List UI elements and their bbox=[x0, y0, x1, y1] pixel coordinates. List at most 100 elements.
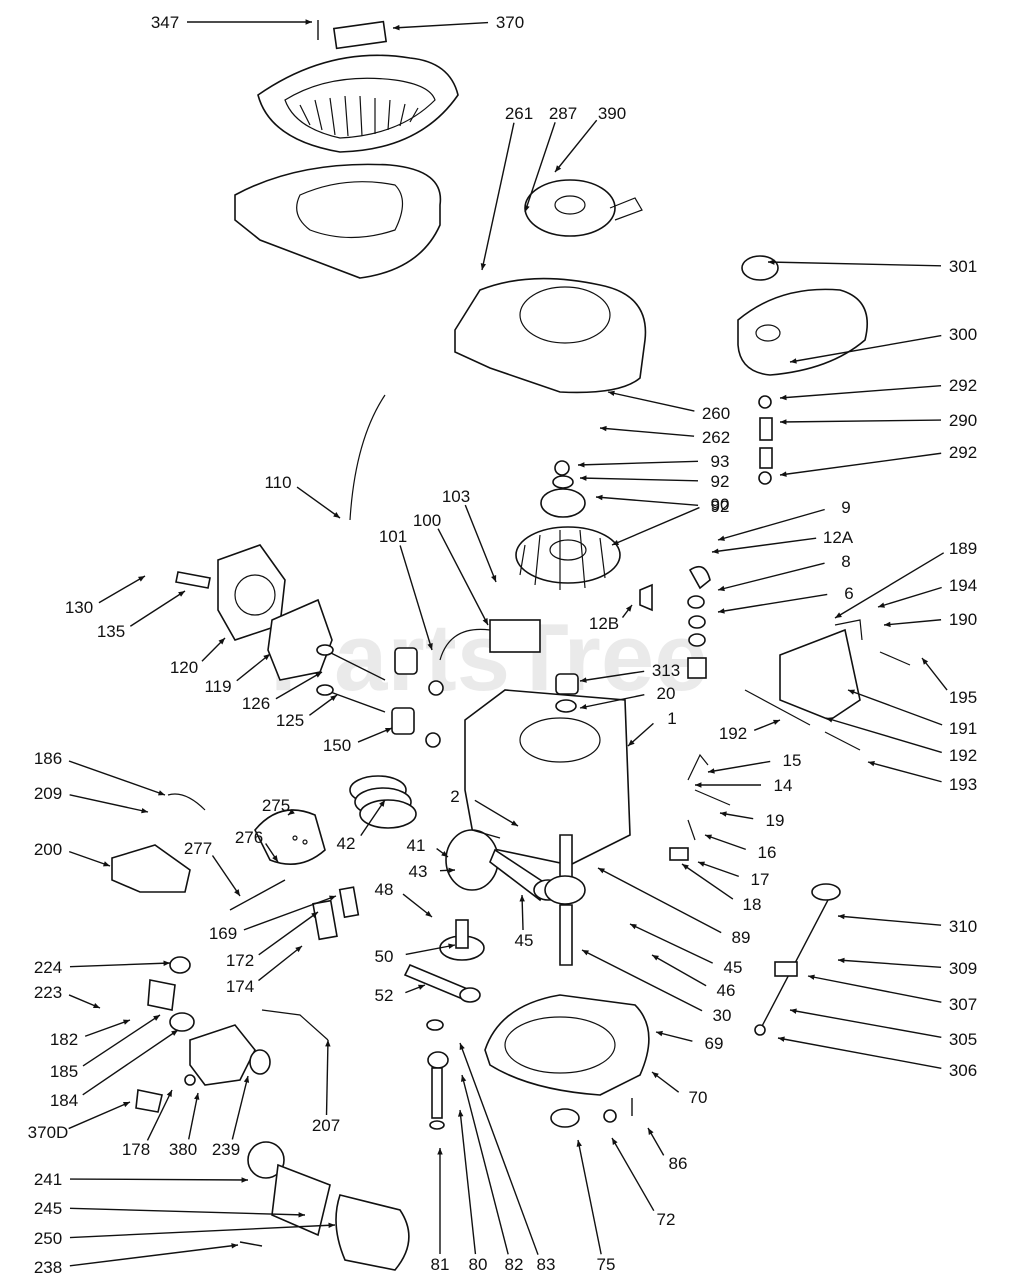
leader-arrowhead bbox=[425, 910, 432, 917]
callout-70: 70 bbox=[651, 1071, 707, 1107]
leader-arrowhead bbox=[555, 165, 562, 172]
callout-292: 292 bbox=[779, 376, 977, 401]
part-number-label: 103 bbox=[442, 487, 470, 506]
leader-line bbox=[837, 915, 942, 926]
leader-arrowhead bbox=[166, 1090, 172, 1097]
leader-arrowhead bbox=[234, 889, 240, 896]
oil-fill-tube bbox=[754, 883, 841, 1036]
leader-arrowhead bbox=[194, 1093, 200, 1100]
leader-line bbox=[579, 670, 645, 682]
leader-arrowhead bbox=[243, 1076, 250, 1083]
callout-390: 390 bbox=[554, 104, 626, 173]
leader-arrowhead bbox=[329, 895, 336, 901]
leader-arrowhead bbox=[848, 689, 855, 695]
part-number-label: 313 bbox=[652, 661, 680, 680]
part-number-label: 184 bbox=[50, 1091, 78, 1110]
leader-line bbox=[807, 975, 942, 1003]
leader-line bbox=[711, 537, 817, 553]
leader-arrowhead bbox=[682, 864, 689, 870]
leader-arrowhead bbox=[922, 658, 929, 665]
leader-arrowhead bbox=[580, 475, 587, 481]
callout-75: 75 bbox=[576, 1139, 615, 1274]
callout-19: 19 bbox=[719, 811, 784, 830]
callout-209: 209 bbox=[34, 784, 149, 814]
leader-line bbox=[779, 452, 942, 476]
leader-arrowhead bbox=[295, 946, 302, 953]
leader-arrowhead bbox=[808, 974, 815, 980]
part-number-label: 15 bbox=[783, 751, 802, 770]
oil-pump bbox=[426, 1019, 449, 1130]
leader-line bbox=[837, 959, 942, 969]
part-number-label: 262 bbox=[702, 428, 730, 447]
leader-arrowhead bbox=[625, 605, 632, 612]
callout-301: 301 bbox=[767, 257, 977, 276]
callout-192: 192 bbox=[719, 719, 781, 743]
rewind-starter bbox=[524, 179, 643, 237]
part-number-label: 150 bbox=[323, 736, 351, 755]
leader-arrowhead bbox=[600, 425, 607, 432]
callout-185: 185 bbox=[50, 1014, 161, 1081]
oil-seal bbox=[550, 1108, 580, 1128]
callout-300: 300 bbox=[789, 325, 977, 364]
part-number-label: 80 bbox=[469, 1255, 488, 1274]
leader-arrowhead bbox=[123, 1019, 130, 1025]
callout-1: 1 bbox=[627, 709, 677, 747]
leader-arrowhead bbox=[524, 205, 530, 212]
part-number-label: 174 bbox=[226, 977, 254, 996]
part-number-label: 126 bbox=[242, 694, 270, 713]
cam-gear bbox=[439, 919, 485, 961]
leader-line bbox=[581, 949, 703, 1012]
leader-arrowhead bbox=[328, 1222, 335, 1229]
callout-6: 6 bbox=[717, 584, 854, 614]
leader-line bbox=[84, 1019, 131, 1037]
part-number-label: 292 bbox=[949, 443, 977, 462]
leader-line bbox=[607, 391, 695, 412]
leader-arrowhead bbox=[298, 1212, 305, 1218]
governor-parts bbox=[639, 565, 711, 679]
part-number-label: 287 bbox=[549, 104, 577, 123]
callout-238: 238 bbox=[34, 1243, 239, 1277]
callout-189: 189 bbox=[834, 539, 977, 619]
leader-line bbox=[877, 586, 942, 608]
leader-arrowhead bbox=[835, 612, 842, 618]
leader-arrowhead bbox=[708, 768, 715, 774]
leader-line bbox=[825, 717, 942, 754]
callout-224: 224 bbox=[34, 958, 171, 977]
part-number-label: 69 bbox=[705, 1034, 724, 1053]
callout-135: 135 bbox=[97, 590, 186, 641]
leader-line bbox=[554, 119, 598, 173]
leader-line bbox=[243, 895, 337, 931]
rotating-screen-cover bbox=[257, 20, 459, 153]
leader-arrowhead bbox=[878, 602, 885, 608]
leader-arrowhead bbox=[780, 419, 787, 425]
leader-line bbox=[459, 1109, 477, 1255]
part-number-label: 347 bbox=[151, 13, 179, 32]
leader-arrowhead bbox=[826, 717, 833, 723]
callout-306: 306 bbox=[777, 1036, 977, 1080]
callout-103: 103 bbox=[442, 487, 497, 583]
part-number-label: 45 bbox=[724, 958, 743, 977]
leader-arrowhead bbox=[171, 1030, 178, 1036]
part-number-label: 224 bbox=[34, 958, 62, 977]
leader-line bbox=[69, 1244, 239, 1267]
part-number-label: 72 bbox=[657, 1210, 676, 1229]
callout-200: 200 bbox=[34, 840, 111, 867]
callout-90: 90 bbox=[611, 495, 729, 546]
head-gasket bbox=[267, 598, 333, 681]
leader-line bbox=[437, 528, 489, 626]
part-number-label: 380 bbox=[169, 1140, 197, 1159]
callout-190: 190 bbox=[883, 610, 977, 629]
leader-arrowhead bbox=[315, 672, 322, 678]
part-number-label: 93 bbox=[711, 452, 730, 471]
leader-arrowhead bbox=[712, 548, 719, 554]
leader-line bbox=[599, 427, 695, 437]
leader-line bbox=[236, 653, 271, 682]
part-number-label: 92 bbox=[711, 497, 730, 516]
leader-arrowhead bbox=[578, 462, 585, 468]
part-number-label: 192 bbox=[719, 724, 747, 743]
callout-184: 184 bbox=[50, 1029, 179, 1110]
part-number-label: 17 bbox=[751, 870, 770, 889]
part-number-label: 8 bbox=[841, 552, 850, 571]
